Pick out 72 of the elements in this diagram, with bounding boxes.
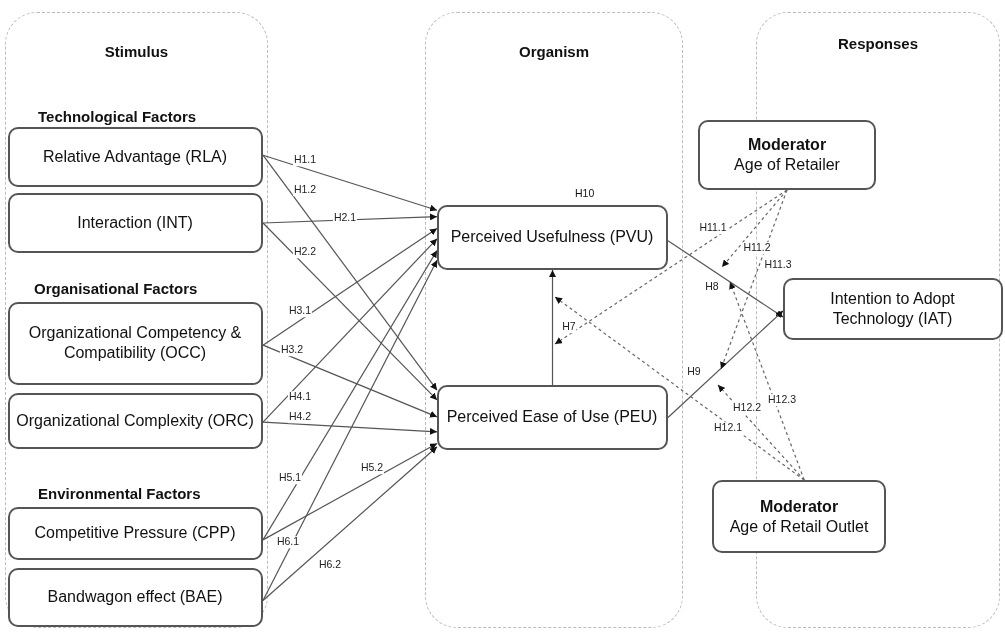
arrow	[262, 344, 438, 418]
edge-label: H3.2	[279, 344, 305, 356]
dashed-arrow	[720, 189, 788, 370]
arrow	[262, 222, 438, 401]
group-panel	[425, 12, 683, 628]
edge-label: H4.1	[287, 391, 313, 403]
box-text: Interaction (INT)	[77, 212, 193, 233]
box-text: Age of Retail Outlet	[729, 516, 869, 537]
edge-label: H6.1	[275, 536, 301, 548]
group-panel	[5, 12, 268, 628]
group-heading: Organism	[519, 43, 589, 60]
construct-box	[712, 480, 886, 553]
construct-box	[7, 301, 263, 385]
arrow	[262, 154, 438, 212]
construct-box	[698, 120, 876, 190]
construct-box	[782, 277, 1003, 340]
box-heading: Moderator	[747, 135, 827, 155]
arrow	[667, 240, 784, 318]
arrow	[262, 154, 438, 391]
arrow	[262, 446, 438, 602]
arrow	[667, 310, 784, 419]
arrow	[549, 269, 556, 386]
edge-label: H7	[561, 321, 577, 333]
box-text: Competitive Pressure (CPP)	[34, 523, 236, 543]
edge-label: H5.1	[277, 472, 303, 484]
arrow	[262, 249, 438, 541]
arrow	[262, 421, 438, 435]
edge-label: H12.2	[732, 402, 762, 414]
box-text: Intention to Adopt Technology (IAT)	[829, 288, 956, 329]
construct-box	[436, 204, 668, 270]
edge-label: H11.1	[698, 222, 728, 234]
arrow	[262, 442, 438, 541]
edge-label: H12.1	[713, 422, 743, 434]
box-text: Organizational Complexity (ORC)	[16, 410, 254, 431]
construct-box	[7, 392, 263, 449]
dashed-arrow	[721, 189, 788, 268]
construct-box	[7, 506, 263, 560]
edge-label: H5.2	[359, 462, 385, 474]
box-text: Perceived Ease of Use (PEU)	[446, 407, 658, 427]
edge-label: H8	[704, 281, 720, 293]
edge-label: H1.1	[292, 154, 318, 166]
edge-label: H1.2	[292, 184, 318, 196]
edge-label: H6.2	[317, 559, 343, 571]
edge-label: H2.2	[292, 246, 318, 258]
group-heading: Responses	[837, 35, 918, 52]
box-text: Relative Advantage (RLA)	[42, 146, 228, 167]
dashed-arrow	[717, 384, 805, 481]
edge-label: H12.3	[767, 394, 797, 406]
edge-label: H9	[686, 366, 702, 378]
arrow	[262, 259, 438, 602]
box-text: Perceived Usefulness (PVU)	[450, 227, 654, 247]
group-heading: Stimulus	[104, 43, 169, 60]
category-heading: Technological Factors	[38, 108, 197, 125]
dashed-arrow	[554, 189, 788, 345]
box-text: Bandwagon effect (BAE)	[47, 587, 223, 607]
box-text: Age of Retailer	[734, 155, 840, 175]
edge-label: H11.2	[742, 242, 772, 254]
category-heading: Environmental Factors	[38, 485, 201, 502]
construct-box	[7, 192, 263, 253]
construct-box	[436, 384, 668, 450]
category-heading: Organisational Factors	[34, 280, 198, 297]
arrow	[262, 238, 438, 423]
box-text: Organizational Competency & Compatibility (OCC)	[27, 323, 243, 363]
edge-label: H11.3	[763, 259, 793, 271]
arrow	[262, 227, 438, 346]
edge-label: H3.1	[287, 305, 313, 317]
construct-box	[7, 126, 263, 187]
edge-label: H2.1	[332, 212, 358, 224]
dashed-arrow	[729, 281, 805, 481]
edge-label: H4.2	[287, 411, 313, 423]
box-heading: Moderator	[759, 496, 839, 517]
construct-box	[7, 567, 263, 627]
